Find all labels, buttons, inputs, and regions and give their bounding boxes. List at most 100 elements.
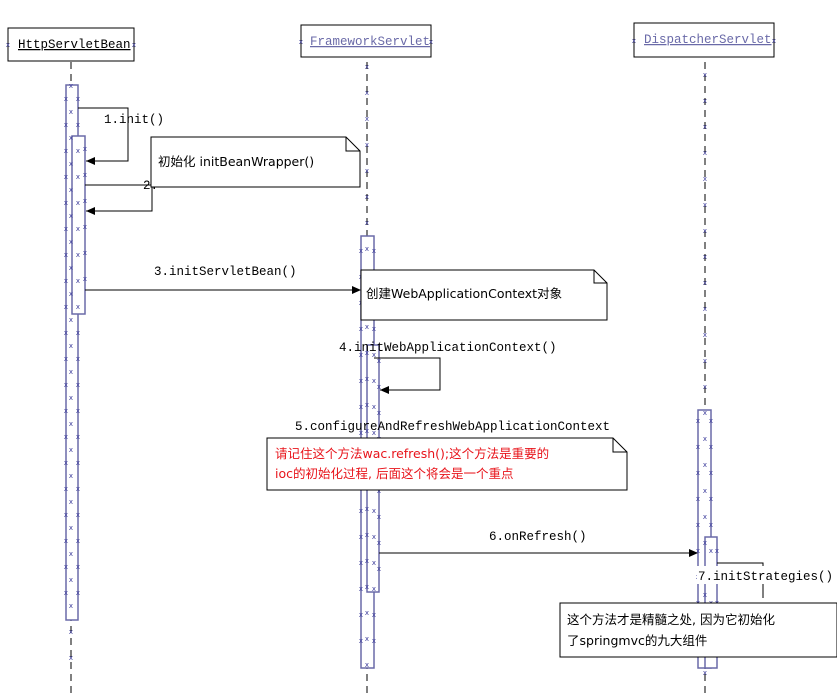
- marker-x: x: [359, 351, 363, 359]
- marker-x: x: [69, 108, 73, 116]
- marker-x: x: [64, 537, 68, 545]
- marker-x: x: [709, 443, 713, 451]
- marker-x: x: [76, 459, 80, 467]
- marker-x: x: [76, 407, 80, 415]
- marker-x: x: [772, 37, 776, 45]
- lifeline-label-httpservletbean: HttpServletBean: [18, 38, 131, 52]
- lifeline-header-httpservletbean[interactable]: HttpServletBean: [7, 27, 135, 62]
- marker-x: x: [359, 377, 363, 385]
- marker-x: x: [359, 507, 363, 515]
- marker-x: x: [703, 201, 707, 209]
- marker-x: x: [64, 485, 68, 493]
- marker-x: x: [365, 167, 369, 175]
- lifeline-header-dispatcherservlet[interactable]: DispatcherServlet: [633, 22, 775, 58]
- marker-x: x: [365, 401, 369, 409]
- marker-x: x: [377, 409, 381, 417]
- marker-x: x: [696, 547, 700, 555]
- marker-x: x: [703, 461, 707, 469]
- note-components: 这个方法才是精髓之处, 因为它初始化 了springmvc的九大组件: [559, 602, 837, 658]
- marker-x: x: [69, 602, 73, 610]
- marker-x: x: [709, 495, 713, 503]
- marker-x: x: [69, 628, 73, 636]
- note-refresh-line-1: 请记住这个方法wac.refresh();这个方法是重要的: [275, 446, 549, 461]
- marker-x: x: [703, 279, 707, 287]
- marker-x: x: [69, 212, 73, 220]
- marker-x: x: [83, 197, 87, 205]
- marker-x: x: [372, 351, 376, 359]
- marker-x: x: [76, 563, 80, 571]
- marker-x: x: [76, 173, 80, 181]
- marker-x: x: [64, 95, 68, 103]
- marker-x: x: [696, 417, 700, 425]
- marker-x: x: [715, 547, 719, 555]
- marker-x: x: [365, 375, 369, 383]
- marker-x: x: [83, 223, 87, 231]
- marker-x: x: [69, 186, 73, 194]
- marker-x: x: [83, 275, 87, 283]
- marker-x: x: [76, 147, 80, 155]
- marker-x: x: [703, 97, 707, 105]
- marker-x: x: [709, 521, 713, 529]
- marker-x: x: [703, 539, 707, 547]
- marker-x: x: [69, 420, 73, 428]
- marker-x: x: [365, 609, 369, 617]
- marker-x: x: [429, 38, 433, 46]
- marker-x: x: [372, 429, 376, 437]
- note-create-context-text: 创建WebApplicationContext对象: [366, 286, 562, 301]
- marker-x: x: [372, 403, 376, 411]
- marker-x: x: [365, 141, 369, 149]
- marker-x: x: [365, 505, 369, 513]
- marker-x: x: [372, 377, 376, 385]
- marker-x: x: [69, 550, 73, 558]
- marker-x: x: [69, 290, 73, 298]
- marker-x: x: [64, 459, 68, 467]
- marker-x: x: [69, 446, 73, 454]
- marker-x: x: [359, 325, 363, 333]
- note-refresh: 请记住这个方法wac.refresh();这个方法是重要的 ioc的初始化过程,…: [266, 437, 628, 491]
- message-label-init-strategies: 7.initStrategies(): [698, 570, 833, 584]
- marker-x: x: [64, 329, 68, 337]
- message-label-init: 1.init(): [104, 113, 164, 127]
- marker-x: x: [69, 472, 73, 480]
- marker-x: x: [299, 38, 303, 46]
- marker-x: x: [64, 589, 68, 597]
- note-init-bean-wrapper-text: 初始化 initBeanWrapper(): [158, 154, 314, 169]
- message-init-arrow: [78, 107, 129, 165]
- marker-x: x: [365, 89, 369, 97]
- marker-x: x: [696, 521, 700, 529]
- marker-x: x: [69, 576, 73, 584]
- marker-x: x: [377, 383, 381, 391]
- marker-x: x: [632, 37, 636, 45]
- marker-x: x: [64, 563, 68, 571]
- marker-x: x: [703, 383, 707, 391]
- marker-x: x: [83, 145, 87, 153]
- marker-x: x: [377, 539, 381, 547]
- marker-x: x: [76, 303, 80, 311]
- marker-x: x: [365, 115, 369, 123]
- marker-x: x: [76, 589, 80, 597]
- note-components-line-2: 了springmvc的九大组件: [567, 633, 707, 648]
- lifeline-header-frameworkservlet[interactable]: FrameworkServlet: [300, 24, 432, 58]
- marker-x: x: [76, 355, 80, 363]
- message-on-refresh-arrow: [379, 549, 698, 557]
- activation-httpservletbean-inner: [71, 135, 86, 315]
- marker-x: x: [703, 253, 707, 261]
- marker-x: x: [76, 537, 80, 545]
- marker-x: x: [76, 251, 80, 259]
- marker-x: x: [64, 121, 68, 129]
- marker-x: x: [69, 316, 73, 324]
- marker-x: x: [83, 249, 87, 257]
- message-labels: 1.init() 2. 3.initServletBean() 4.initWe…: [104, 113, 833, 584]
- marker-x: x: [76, 433, 80, 441]
- lifeline-label-frameworkservlet: FrameworkServlet: [310, 35, 430, 49]
- marker-x: x: [359, 637, 363, 645]
- marker-x: x: [709, 547, 713, 555]
- marker-x: x: [703, 357, 707, 365]
- message-init-bean-wrapper-arrow: [85, 184, 153, 215]
- marker-x: x: [76, 95, 80, 103]
- message-arrows: [78, 107, 764, 598]
- marker-x: x: [76, 225, 80, 233]
- marker-x: x: [703, 227, 707, 235]
- marker-x: x: [64, 407, 68, 415]
